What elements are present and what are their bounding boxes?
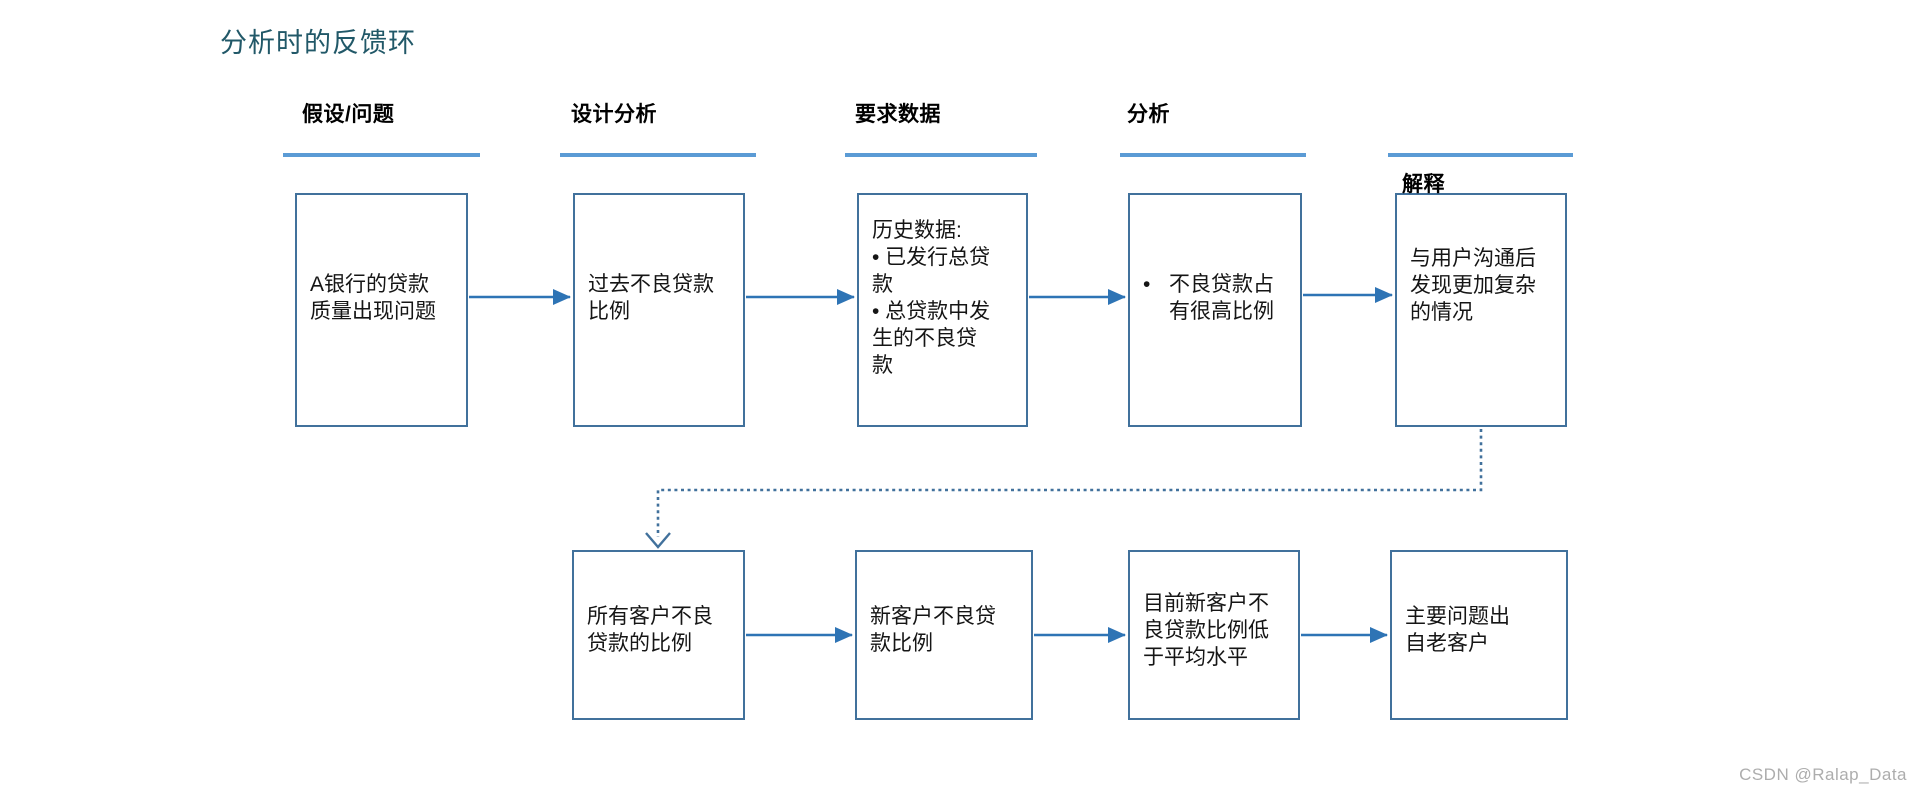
flow-node-interpretation-text: 与用户沟通后 发现更加复杂 的情况 — [1410, 246, 1536, 324]
dotted-arrowhead-icon — [645, 532, 671, 549]
flow-node-new-customers-ratio: 新客户不良贷 款比例 — [855, 550, 1033, 720]
flow-node-high-ratio-finding-text: 不良贷款占 有很高比例 — [1169, 273, 1274, 323]
flow-node-high-ratio-finding-row: • 不良贷款占 有很高比例 — [1143, 271, 1292, 325]
flow-node-new-below-average-text: 目前新客户不 良贷款比例低 于平均水平 — [1143, 591, 1269, 669]
flow-node-new-below-average: 目前新客户不 良贷款比例低 于平均水平 — [1128, 550, 1300, 720]
flow-node-old-customers-problem-text: 主要问题出 自老客户 — [1405, 605, 1510, 655]
header-underline-3 — [845, 153, 1037, 157]
watermark: CSDN @Ralap_Data — [1739, 765, 1907, 784]
feedback-dotted-line — [645, 429, 1483, 549]
flow-node-new-customers-ratio-text: 新客户不良贷 款比例 — [870, 605, 996, 655]
header-underline-1 — [283, 153, 480, 157]
diagram-title: 分析时的反馈环 — [220, 28, 416, 58]
flow-node-old-customers-problem: 主要问题出 自老客户 — [1390, 550, 1568, 720]
flow-node-historical-data: 历史数据: • 已发行总贷 款 • 总贷款中发 生的不良贷 款 — [857, 193, 1028, 427]
column-header-interpret: 解释 — [1402, 173, 1445, 196]
flow-node-historical-data-text: 历史数据: • 已发行总贷 款 • 总贷款中发 生的不良贷 款 — [872, 219, 991, 377]
column-header-hypothesis: 假设/问题 — [302, 103, 395, 126]
header-underline-5 — [1388, 153, 1573, 157]
column-header-analyze: 分析 — [1127, 103, 1170, 126]
flow-node-past-bad-loan-ratio: 过去不良贷款 比例 — [573, 193, 745, 427]
flow-node-problem-text: A银行的贷款 质量出现问题 — [310, 273, 436, 323]
flow-node-all-customers-ratio-text: 所有客户不良 贷款的比例 — [587, 605, 713, 655]
column-header-design-analysis: 设计分析 — [571, 103, 657, 126]
column-header-request-data: 要求数据 — [855, 103, 941, 126]
header-underline-2 — [560, 153, 756, 157]
flow-node-interpretation: 与用户沟通后 发现更加复杂 的情况 — [1395, 193, 1567, 427]
flow-node-problem: A银行的贷款 质量出现问题 — [295, 193, 468, 427]
flow-node-all-customers-ratio: 所有客户不良 贷款的比例 — [572, 550, 745, 720]
bullet-icon: • — [1143, 273, 1151, 296]
flow-node-past-bad-loan-ratio-text: 过去不良贷款 比例 — [588, 273, 714, 323]
flow-node-high-ratio-finding: • 不良贷款占 有很高比例 — [1128, 193, 1302, 427]
header-underline-4 — [1120, 153, 1306, 157]
